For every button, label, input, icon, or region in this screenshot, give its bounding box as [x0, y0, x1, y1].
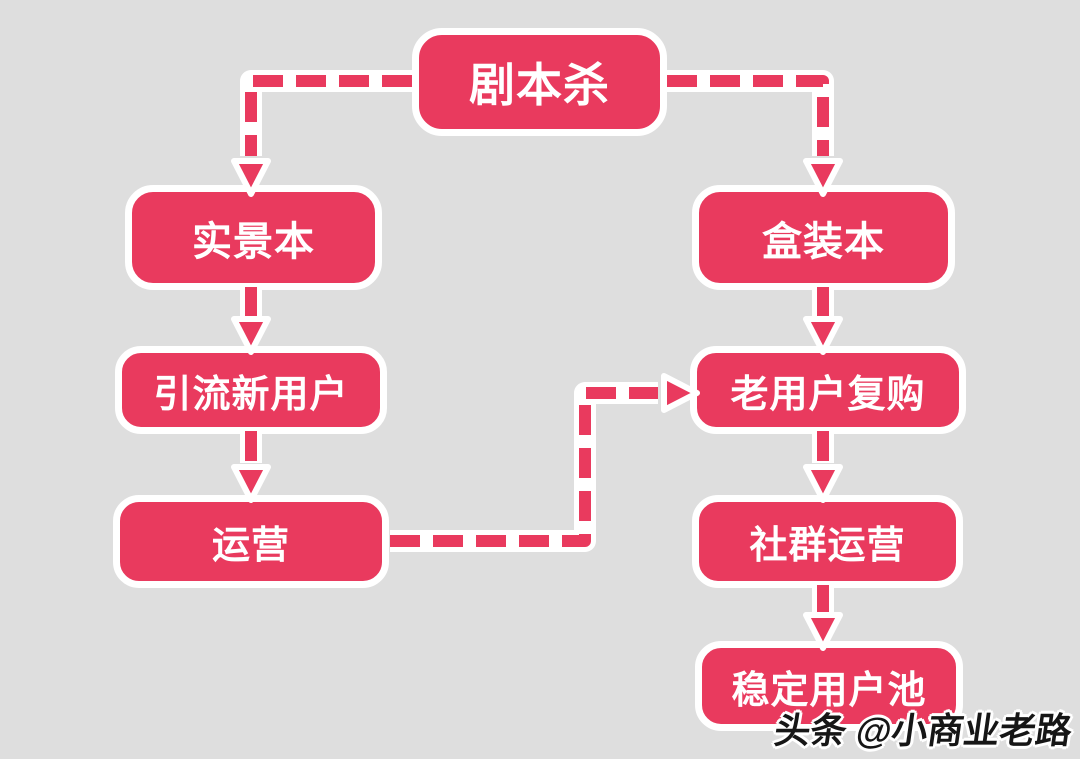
- node-label: 盒装本: [762, 219, 885, 264]
- node-community-operations: 社群运营: [692, 495, 963, 588]
- node-stable-user-pool: 稳定用户池: [695, 641, 963, 731]
- node-label: 社群运营: [749, 525, 906, 567]
- node-label: 剧本杀: [469, 59, 610, 111]
- connector-left1-to-left2: [231, 287, 271, 355]
- connector-root-to-right1: [667, 70, 843, 197]
- connector-right3-to-right4: [803, 585, 843, 651]
- connector-right1-to-right2: [803, 287, 843, 355]
- watermark: 头条 @小商业老路: [771, 710, 1075, 751]
- connector-right2-to-right3: [803, 431, 843, 503]
- node-boxed-script: 盒装本: [692, 185, 955, 290]
- node-label: 实景本: [192, 219, 315, 264]
- node-juben-sha: 剧本杀: [412, 28, 667, 136]
- connector-root-to-left1: [231, 70, 412, 197]
- node-label: 引流新用户: [153, 373, 349, 416]
- node-label: 老用户复购: [730, 373, 926, 416]
- connector-left2-to-left3: [231, 431, 271, 503]
- node-operations: 运营: [113, 495, 389, 588]
- node-label: 运营: [211, 525, 290, 567]
- connector-left3-to-right2: [390, 373, 700, 552]
- node-attract-new-users: 引流新用户: [115, 346, 387, 434]
- node-real-scene-script: 实景本: [125, 185, 382, 290]
- node-label: 稳定用户池: [731, 669, 927, 712]
- node-repeat-purchase: 老用户复购: [690, 346, 966, 434]
